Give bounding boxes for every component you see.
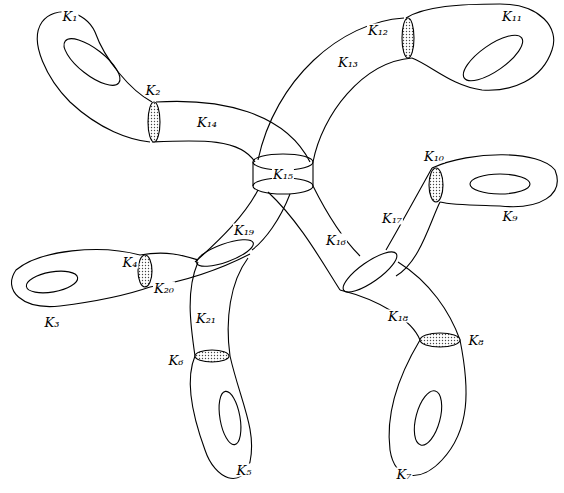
part-label: K₁₄ (196, 116, 218, 129)
part-label: K₁₆ (325, 234, 347, 247)
part-label: K₂₀ (153, 282, 175, 295)
part-label: K₃ (44, 316, 61, 329)
part-label: K₂ (145, 84, 162, 97)
part-label: K₁₂ (367, 24, 389, 37)
part-label: K₆ (168, 354, 185, 367)
part-label: K₉ (502, 210, 519, 223)
part-label: K₁₈ (387, 310, 409, 323)
part-label: K₄ (122, 256, 139, 269)
part-label: K₇ (396, 468, 413, 481)
part-label: K₁₀ (423, 150, 445, 163)
part-label: K₁₅ (272, 168, 294, 181)
part-label: K₂₁ (195, 312, 217, 325)
part-label: K₁₉ (233, 224, 255, 237)
part-label: K₁₁ (501, 10, 523, 23)
part-label: K₁₃ (337, 56, 359, 69)
part-label: K₈ (468, 334, 485, 347)
part-label: K₁ (62, 10, 79, 23)
part-label: K₅ (236, 464, 253, 477)
part-label: K₁₇ (381, 212, 403, 225)
